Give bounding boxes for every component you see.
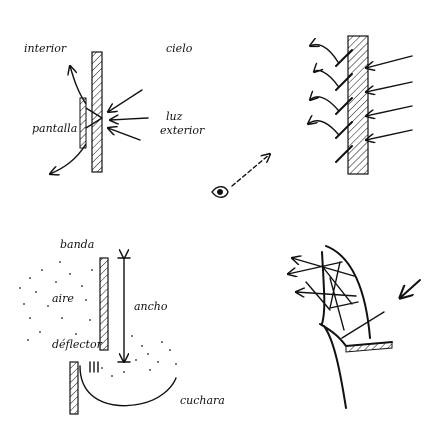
reflected-arrow bbox=[70, 66, 87, 105]
screen-bracket bbox=[85, 107, 103, 129]
label-ancho: ancho bbox=[134, 300, 168, 313]
screen-pantalla bbox=[79, 97, 87, 149]
panel-reflector bbox=[288, 245, 421, 409]
label-luz: luz bbox=[166, 110, 183, 123]
reflected-arrow bbox=[50, 143, 87, 174]
label-pantalla: pantalla bbox=[32, 122, 77, 135]
label-cielo: cielo bbox=[166, 42, 193, 55]
reflector-inner bbox=[321, 251, 326, 325]
panel-pantalla: interior cielo pantalla luz exterior bbox=[24, 42, 205, 174]
lower-wall bbox=[69, 361, 79, 415]
label-interior: interior bbox=[24, 42, 67, 55]
reflector-shell bbox=[325, 245, 371, 339]
label-banda: banda bbox=[60, 238, 94, 251]
reflected-rays bbox=[288, 258, 385, 339]
louvre-blades bbox=[335, 49, 353, 163]
sun-arrow bbox=[400, 279, 421, 298]
air-stipple bbox=[19, 261, 177, 377]
panel-louvres bbox=[308, 35, 413, 175]
label-aire: aire bbox=[52, 292, 74, 305]
arrow-icon bbox=[231, 154, 270, 187]
louvre-wall bbox=[347, 35, 369, 175]
light-arrow bbox=[108, 128, 141, 141]
light-arrow bbox=[108, 89, 143, 112]
panel-deflector: banda aire ancho déflector cuchara bbox=[19, 238, 225, 415]
light-arrow bbox=[110, 118, 149, 120]
incoming-arrows bbox=[366, 55, 413, 140]
eye-viewpoint bbox=[211, 154, 270, 198]
label-deflector: déflector bbox=[52, 338, 103, 351]
label-cuchara: cuchara bbox=[180, 394, 225, 407]
label-exterior: exterior bbox=[160, 124, 205, 137]
eye-icon bbox=[211, 186, 229, 198]
banda-wall bbox=[99, 257, 109, 351]
reflector-ledge bbox=[345, 341, 393, 353]
reflector-stem bbox=[323, 325, 347, 409]
cuchara-curve bbox=[79, 365, 177, 407]
reflected-curves bbox=[308, 45, 339, 135]
deflector-slats bbox=[89, 361, 99, 373]
